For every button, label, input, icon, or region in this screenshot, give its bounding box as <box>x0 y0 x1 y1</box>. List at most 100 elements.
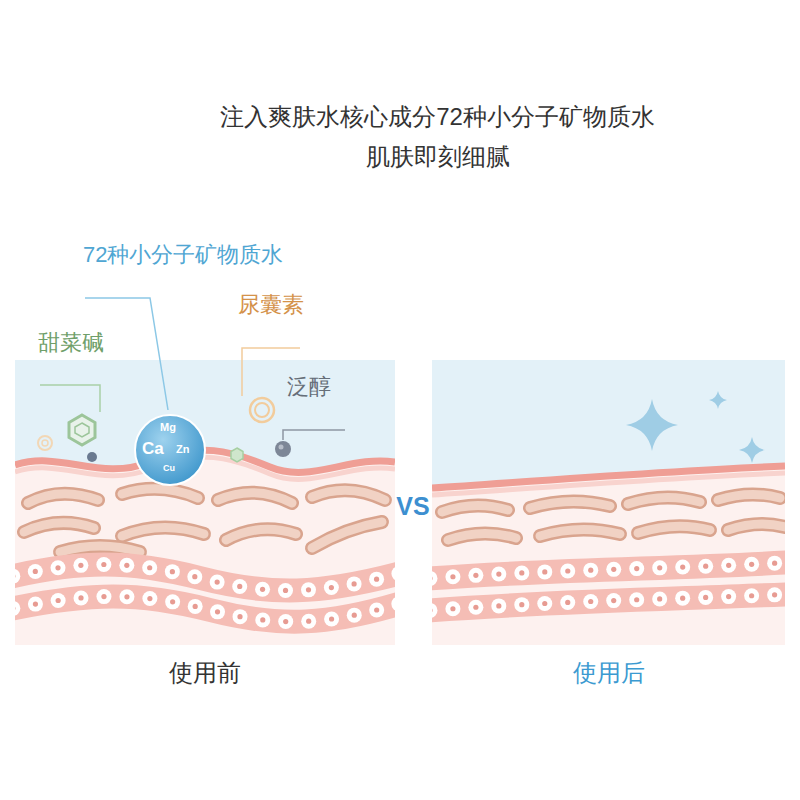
collagen-bar-outline <box>218 493 292 503</box>
cell <box>28 597 43 612</box>
collagen-bar-outline <box>728 524 785 530</box>
cell-nucleus <box>703 595 708 600</box>
element-symbol: Zn <box>176 444 189 455</box>
cell <box>165 564 180 579</box>
panthenol-ball <box>275 441 291 457</box>
cell-nucleus <box>78 563 83 568</box>
cell-nucleus <box>33 601 38 606</box>
cell-nucleus <box>634 597 639 602</box>
collagen-bar-outline <box>28 494 98 503</box>
cell-nucleus <box>542 601 547 606</box>
leader-line <box>40 385 100 412</box>
cell <box>721 589 736 604</box>
surface-ground <box>432 360 785 488</box>
cell-nucleus <box>170 599 175 604</box>
cell-nucleus <box>611 598 616 603</box>
cell-nucleus <box>329 616 334 621</box>
after-panel: 使用后 <box>432 360 785 645</box>
cell-nucleus <box>33 569 38 574</box>
cell <box>96 557 111 572</box>
collagen-bar-outline <box>448 533 516 540</box>
cell-nucleus <box>101 562 106 567</box>
collagen-bars <box>442 494 785 540</box>
cell <box>50 560 65 575</box>
molecule-ring <box>38 436 52 450</box>
collagen-bar <box>226 529 296 540</box>
collagen-bar-outline <box>638 526 710 533</box>
cell <box>698 590 713 605</box>
cell <box>698 559 713 574</box>
cell <box>119 589 134 604</box>
cell <box>514 565 529 580</box>
cell <box>324 612 339 627</box>
cell <box>119 558 134 573</box>
cell-nucleus <box>306 587 311 592</box>
cell <box>583 563 598 578</box>
collagen-bar <box>448 533 516 540</box>
cell-nucleus <box>588 599 593 604</box>
cell <box>560 564 575 579</box>
cell <box>432 603 437 618</box>
panthenol-ball <box>279 445 284 450</box>
cell-nucleus <box>215 580 220 585</box>
collagen-bar <box>60 546 140 552</box>
cell-nucleus <box>519 602 524 607</box>
cell-nucleus <box>680 564 685 569</box>
collagen-bar <box>122 527 204 536</box>
cell-nucleus <box>78 595 83 600</box>
collagen-bar-outline <box>718 494 780 500</box>
collagen-bar <box>122 489 198 498</box>
allantoin-ring <box>255 403 269 417</box>
cell <box>324 580 339 595</box>
cell-nucleus <box>351 581 356 586</box>
cell <box>675 560 690 575</box>
cell-nucleus <box>634 566 639 571</box>
sparkle-star <box>626 399 678 451</box>
cell-nucleus <box>306 619 311 624</box>
cell <box>28 564 43 579</box>
collagen-bar-outline <box>530 501 610 508</box>
cell-nucleus <box>170 569 175 574</box>
cell <box>301 582 316 597</box>
cell <box>255 612 270 627</box>
cell-nucleus <box>749 593 754 598</box>
betaine-hexagon <box>69 415 95 445</box>
collagen-bar <box>638 526 710 533</box>
cell-nucleus <box>703 564 708 569</box>
collagen-bar <box>312 522 382 548</box>
cell <box>744 588 759 603</box>
cell-nucleus <box>260 617 265 622</box>
panel-caption: 使用前 <box>15 657 395 689</box>
collagen-bar-outline <box>540 529 620 536</box>
cell <box>233 609 248 624</box>
element-symbol: Mg <box>160 422 176 433</box>
cell <box>278 583 293 598</box>
collagen-bar <box>218 493 292 503</box>
element-symbol: Ca <box>142 440 164 457</box>
cell-nucleus <box>237 584 242 589</box>
before-skin <box>15 360 395 645</box>
cell-nucleus <box>473 605 478 610</box>
cell-nucleus <box>237 614 242 619</box>
cell <box>767 556 782 571</box>
title: 注入爽肤水核心成分72种小分子矿物质水 肌肤即刻细腻 <box>215 97 660 177</box>
ingredient-label: 甜菜碱 <box>38 328 104 358</box>
cell <box>514 597 529 612</box>
cell <box>629 561 644 576</box>
collagen-bar-outline <box>226 529 296 540</box>
collagen-bar <box>312 490 385 500</box>
cell-nucleus <box>772 592 777 597</box>
before-panel: 使用前MgCaZnCu <box>15 360 395 645</box>
collagen-bar-outline <box>24 523 94 532</box>
collagen-bar <box>628 497 700 504</box>
cell <box>537 564 552 579</box>
collagen-bar-outline <box>60 546 140 552</box>
cell <box>73 558 88 573</box>
cell <box>537 596 552 611</box>
molecule-ring <box>42 440 48 446</box>
cell <box>142 560 157 575</box>
collagen-bar <box>28 494 98 503</box>
cell-nucleus <box>124 594 129 599</box>
cell <box>187 569 202 584</box>
cell-nucleus <box>432 576 433 581</box>
